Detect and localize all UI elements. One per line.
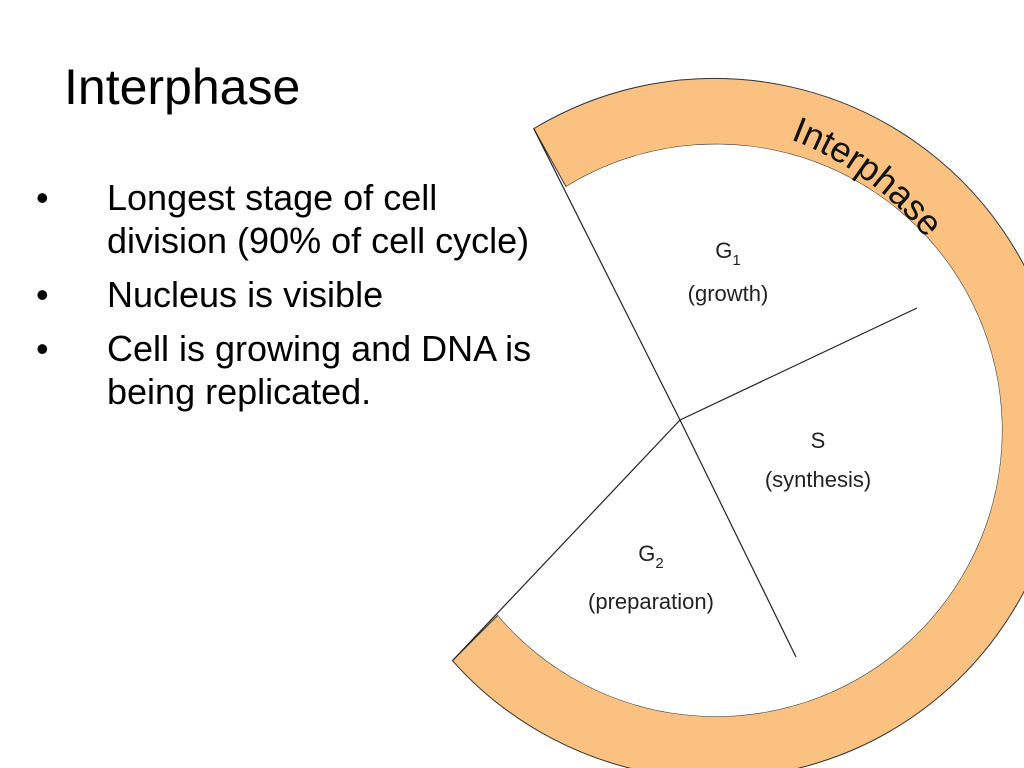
divider-g1-s [679,307,918,421]
divider-s-g2 [679,419,797,658]
bullet-item: • Longest stage of cell division (90% of… [30,176,620,262]
bullet-marker: • [36,328,49,369]
bullet-list: • Longest stage of cell division (90% of… [30,176,620,424]
bullet-marker: • [36,177,49,218]
segment-name: S [811,428,826,453]
bullet-marker: • [36,274,49,315]
bullet-item: • Cell is growing and DNA is being repli… [30,327,620,413]
segment-description: (growth) [688,281,769,306]
slide-title: Interphase [64,59,301,115]
segment-description: (synthesis) [765,467,871,492]
segment-name: G2 [638,541,663,572]
segment-g1: G1 (growth) [688,238,769,306]
divider-top [533,128,681,421]
inner-disc [497,144,1002,717]
segment-g2: G2 (preparation) [588,541,714,614]
segment-description: (preparation) [588,589,714,614]
bullet-text: Cell is growing and DNA is being replica… [107,328,532,412]
segment-s: S (synthesis) [765,428,871,492]
divider-bottom [452,419,681,662]
bullet-text: Longest stage of cell division (90% of c… [107,177,530,261]
bullet-text: Nucleus is visible [107,274,384,315]
bullet-item: • Nucleus is visible [30,273,620,316]
segment-name: G1 [715,238,740,269]
